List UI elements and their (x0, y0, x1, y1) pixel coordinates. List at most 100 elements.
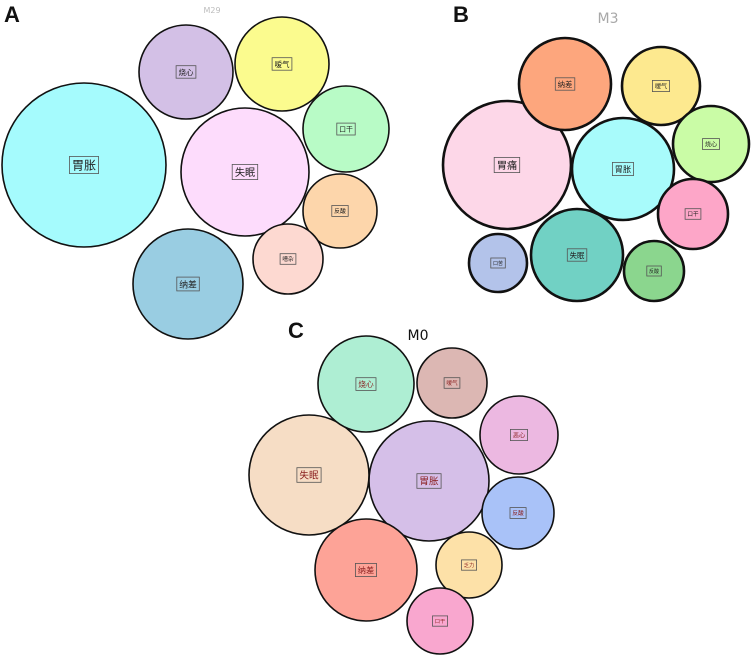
bubble: 烧心 (317, 335, 415, 433)
bubble: 嗳气 (620, 45, 702, 127)
bubble-circle (467, 232, 529, 294)
bubble-label: 口苦 (493, 260, 503, 267)
bubble: 失眠 (248, 414, 370, 536)
bubble-label: 口干 (687, 211, 699, 218)
bubble-label-box (176, 276, 200, 292)
bubble-label: 失眠 (299, 470, 319, 482)
bubble-label-box (566, 248, 588, 262)
bubble-label-box (684, 208, 702, 220)
bubble-label: 乏力 (464, 561, 475, 569)
bubble-circle (416, 347, 488, 419)
bubble: 纳差 (132, 228, 244, 340)
bubble: 反酸 (622, 239, 686, 303)
bubble-circle (479, 395, 559, 475)
bubble-circle (656, 177, 730, 251)
bubble-label-box (231, 163, 259, 180)
bubble-circle (481, 476, 555, 550)
bubble-circle (180, 107, 310, 237)
panel-title: M29 (203, 6, 220, 15)
bubble-circle (406, 587, 474, 655)
bubble: 口干 (302, 85, 390, 173)
bubble: 口干 (406, 587, 474, 655)
bubble-label: 嗳气 (446, 379, 458, 387)
bubble-circle (132, 228, 244, 340)
bubble-label: 纳差 (358, 565, 374, 575)
bubble: 烧心 (138, 24, 234, 120)
bubble: 胃胀 (1, 82, 167, 248)
bubble-label: 反酸 (334, 207, 346, 215)
bubble-label-box (175, 65, 197, 79)
bubble-circle (1, 82, 167, 248)
bubble-circle (234, 16, 330, 112)
bubble: 嘈杂 (252, 223, 324, 295)
bubble-label: 嘈杂 (282, 255, 294, 263)
bubble-label-box (69, 156, 100, 174)
bubble-circle (248, 414, 370, 536)
bubble: 胃胀 (570, 116, 676, 222)
bubble: 纳差 (517, 36, 613, 132)
bubble-circle (620, 45, 702, 127)
bubble-label-box (509, 428, 528, 441)
bubble-label: 胃痛 (497, 159, 517, 172)
bubble: 嗳气 (234, 16, 330, 112)
bubble-label: 烧心 (179, 67, 194, 77)
bubble-circle (529, 207, 625, 303)
bubble-label: 失眠 (235, 166, 255, 179)
bubble-label-box (331, 205, 349, 217)
bubble: 失眠 (529, 207, 625, 303)
panel-title: M3 (598, 11, 619, 27)
bubble-label-box (416, 473, 442, 489)
bubble-label-box (336, 122, 356, 136)
bubble: 口苦 (467, 232, 529, 294)
bubble: 反酸 (481, 476, 555, 550)
bubble-label-box (646, 265, 662, 277)
bubble: 嗳气 (416, 347, 488, 419)
bubble-label: 胃胀 (419, 477, 439, 488)
bubble-label: 嗳气 (655, 82, 667, 90)
bubble-label: 反酸 (512, 509, 524, 517)
bubble-label-box (509, 507, 527, 519)
bubble-circle (314, 518, 418, 622)
bubble-circle (671, 104, 751, 184)
bubble: 恶心 (479, 395, 559, 475)
bubble: 烧心 (671, 104, 751, 184)
bubble-circle (138, 24, 234, 120)
bubble-label: 口干 (435, 618, 446, 625)
bubble-label: 恶心 (513, 432, 525, 439)
bubble-label-box (432, 615, 449, 627)
bubble-circle (622, 239, 686, 303)
bubble-label: 嗳气 (275, 59, 290, 69)
bubble-label-box (493, 156, 521, 173)
bubble-label: 纳差 (179, 278, 197, 290)
bubble: 反酸 (302, 173, 378, 249)
bubble-label: 失眠 (570, 251, 585, 260)
bubble-circle (517, 36, 613, 132)
bubble-circle (302, 173, 378, 249)
panel-letter: B (453, 2, 469, 27)
bubble-label-box (271, 57, 293, 71)
bubble-label-box (702, 138, 720, 151)
bubble-label-box (354, 563, 377, 578)
bubble-label: 胃胀 (72, 159, 96, 173)
bubble-label-box (296, 467, 322, 483)
bubble-label-box (279, 253, 297, 265)
bubble-label-box (652, 80, 670, 93)
bubble-label: 胃胀 (615, 164, 631, 174)
bubble-label-box (612, 161, 634, 176)
bubble-label: 纳差 (558, 80, 573, 89)
bubble-circle (317, 335, 415, 433)
bubble-label-box (554, 77, 576, 91)
bubble-label-box (490, 257, 506, 269)
bubble-circle (570, 116, 676, 222)
bubble-label-box (461, 559, 478, 571)
panel-letter: C (288, 318, 304, 343)
bubble-label: 烧心 (705, 140, 717, 148)
bubble-label: 反酸 (649, 268, 659, 275)
bubble-circle (252, 223, 324, 295)
bubble-circle (302, 85, 390, 173)
